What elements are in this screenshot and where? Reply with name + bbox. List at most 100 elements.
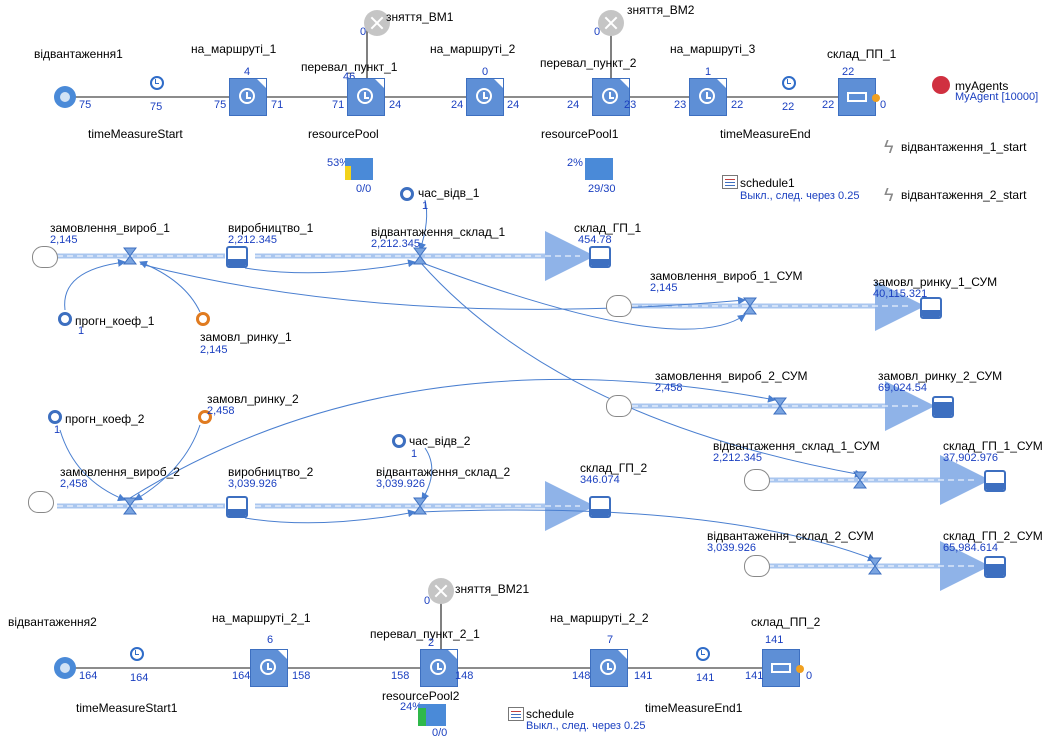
progn-koef-1-val: 1 xyxy=(78,325,85,337)
sklad-gp-2-stock[interactable] xyxy=(589,496,611,518)
checkpoint21-label: перевал_пункт_2_1 xyxy=(370,627,480,641)
route1-delay-block[interactable] xyxy=(229,78,267,116)
checkpoint21-out: 148 xyxy=(455,670,474,682)
source2-block[interactable] xyxy=(54,657,76,679)
sklad-gp-2-sum-label: склад_ГП_2_СУМ xyxy=(943,529,1043,543)
route21-delay-block[interactable] xyxy=(250,649,288,687)
sklad-gp-1-stock[interactable] xyxy=(589,246,611,268)
route22-delay-block[interactable] xyxy=(590,649,628,687)
pool1-ratio: 0/0 xyxy=(356,183,372,195)
sink1-label: склад_ПП_1 xyxy=(827,47,897,61)
zamovl-rynku-1-sum-stock[interactable] xyxy=(920,297,942,319)
sklad-gp-2-sum-val: 65,984.614 xyxy=(943,542,999,554)
pool21-utilization-fill xyxy=(418,708,426,726)
vidv-sklad-1-sum-val: 2,212.345 xyxy=(713,452,762,464)
time-measure-start1-icon[interactable] xyxy=(130,647,144,661)
time-measure-start-icon[interactable] xyxy=(150,76,164,90)
tm-end-label: timeMeasureEnd xyxy=(720,127,811,141)
resource-pool1-icon[interactable] xyxy=(345,158,373,180)
pool21-pct: 24% xyxy=(400,701,423,713)
schedule1-icon[interactable] xyxy=(722,175,738,189)
pool2-ratio: 29/30 xyxy=(588,183,616,195)
sink2-top: 141 xyxy=(765,634,784,646)
vidv-sklad-2-val: 3,039.926 xyxy=(376,478,425,490)
zam-vyrob-2-val: 2,458 xyxy=(60,478,88,490)
zamovl-rynku-2-label: замовл_ринку_2 xyxy=(207,392,299,406)
route22-top: 7 xyxy=(607,634,614,646)
zamovl-rynku-1-dynvar-icon[interactable] xyxy=(196,312,210,326)
sink2-label: склад_ПП_2 xyxy=(751,615,821,629)
sklad-gp-2-sum-stock[interactable] xyxy=(984,556,1006,578)
chas-vids-1-param-icon[interactable] xyxy=(400,187,414,201)
seize-release-icon[interactable] xyxy=(428,578,454,604)
seize-release-icon[interactable] xyxy=(598,10,624,36)
event2-lightning-icon[interactable]: ϟ xyxy=(884,185,894,205)
tm-start1-label: timeMeasureStart1 xyxy=(76,701,178,715)
source2-count: 164 xyxy=(79,670,98,682)
sklad-gp-1-sum-val: 37,902.976 xyxy=(943,452,999,464)
chas-vids-2-label: час_відв_2 xyxy=(409,434,471,448)
sklad-gp-1-sum-label: склад_ГП_1_СУМ xyxy=(943,439,1043,453)
vyrob-1-label: виробництво_1 xyxy=(228,221,314,235)
vidv-sklad-1-val: 2,212.345 xyxy=(371,238,420,250)
checkpoint1-in: 71 xyxy=(332,99,345,111)
zamovl-rynku-2-sum-stock[interactable] xyxy=(932,396,954,418)
sink1-in: 22 xyxy=(822,99,835,111)
sink2-in: 141 xyxy=(745,670,764,682)
route1-out: 71 xyxy=(271,99,284,111)
route3-in: 23 xyxy=(674,99,687,111)
vyrob-1-stock[interactable] xyxy=(226,246,248,268)
cloud-source-icon xyxy=(606,295,632,317)
clock-icon xyxy=(430,659,446,675)
vidv-sklad-1-label: відвантаження_склад_1 xyxy=(371,225,506,239)
route2-delay-block[interactable] xyxy=(466,78,504,116)
sink1-top: 22 xyxy=(842,66,855,78)
cloud-source-icon xyxy=(606,395,632,417)
seize2-count: 0 xyxy=(594,26,601,38)
progn-koef-2-param-icon[interactable] xyxy=(48,410,62,424)
route21-label: на_маршруті_2_1 xyxy=(212,611,311,625)
pool1-label: resourcePool xyxy=(308,127,379,141)
time-measure-end-icon[interactable] xyxy=(782,76,796,90)
zam-vyrob-1-val: 2,145 xyxy=(50,234,78,246)
progn-koef-1-param-icon[interactable] xyxy=(58,312,72,326)
checkpoint1-service-block[interactable] xyxy=(347,78,385,116)
event1-lightning-icon[interactable]: ϟ xyxy=(884,137,894,157)
checkpoint1-out: 24 xyxy=(389,99,402,111)
route3-out: 22 xyxy=(731,99,744,111)
sink2-block[interactable] xyxy=(762,649,804,687)
checkpoint2-service-block[interactable] xyxy=(592,78,630,116)
source2-label: відвантаження2 xyxy=(8,615,97,629)
sklad-gp-2-label: склад_ГП_2 xyxy=(580,461,648,475)
route1-label: на_маршруті_1 xyxy=(191,42,277,56)
pool2-pct: 2% xyxy=(567,157,583,169)
clock-icon xyxy=(239,88,255,104)
vyrob-2-stock[interactable] xyxy=(226,496,248,518)
seize2-label: зняття_ВМ2 xyxy=(627,3,695,17)
zamovl-rynku-2-dynvar-icon[interactable] xyxy=(198,410,212,424)
chas-vids-1-val: 1 xyxy=(422,200,429,212)
sink1-block[interactable] xyxy=(838,78,880,116)
sklad-gp-1-sum-stock[interactable] xyxy=(984,470,1006,492)
seize1-count: 0 xyxy=(360,26,367,38)
source1-block[interactable] xyxy=(54,86,76,108)
time-measure-end1-icon[interactable] xyxy=(696,647,710,661)
checkpoint21-service-block[interactable] xyxy=(420,649,458,687)
route3-delay-block[interactable] xyxy=(689,78,727,116)
vyrob-2-val: 3,039.926 xyxy=(228,478,277,490)
resource-pool2-icon[interactable] xyxy=(585,158,613,180)
resource-pool21-icon[interactable] xyxy=(418,704,446,726)
zam-vyrob-1-sum-val: 2,145 xyxy=(650,282,678,294)
schedule-icon[interactable] xyxy=(508,707,524,721)
route1-in: 75 xyxy=(214,99,227,111)
sink2-out: 0 xyxy=(806,670,813,682)
source1-label: відвантаження1 xyxy=(34,47,123,61)
agents-icon[interactable] xyxy=(932,76,950,94)
route2-out: 24 xyxy=(507,99,520,111)
checkpoint21-top: 2 xyxy=(428,637,435,649)
schedule1-sub: Выкл., след. через 0.25 xyxy=(740,190,860,202)
chas-vids-2-param-icon[interactable] xyxy=(392,434,406,448)
sklad-gp-1-label: склад_ГП_1 xyxy=(574,221,642,235)
seize-release-icon[interactable] xyxy=(364,10,390,36)
zam-vyrob-2-label: замовлення_вироб_2 xyxy=(60,465,180,479)
